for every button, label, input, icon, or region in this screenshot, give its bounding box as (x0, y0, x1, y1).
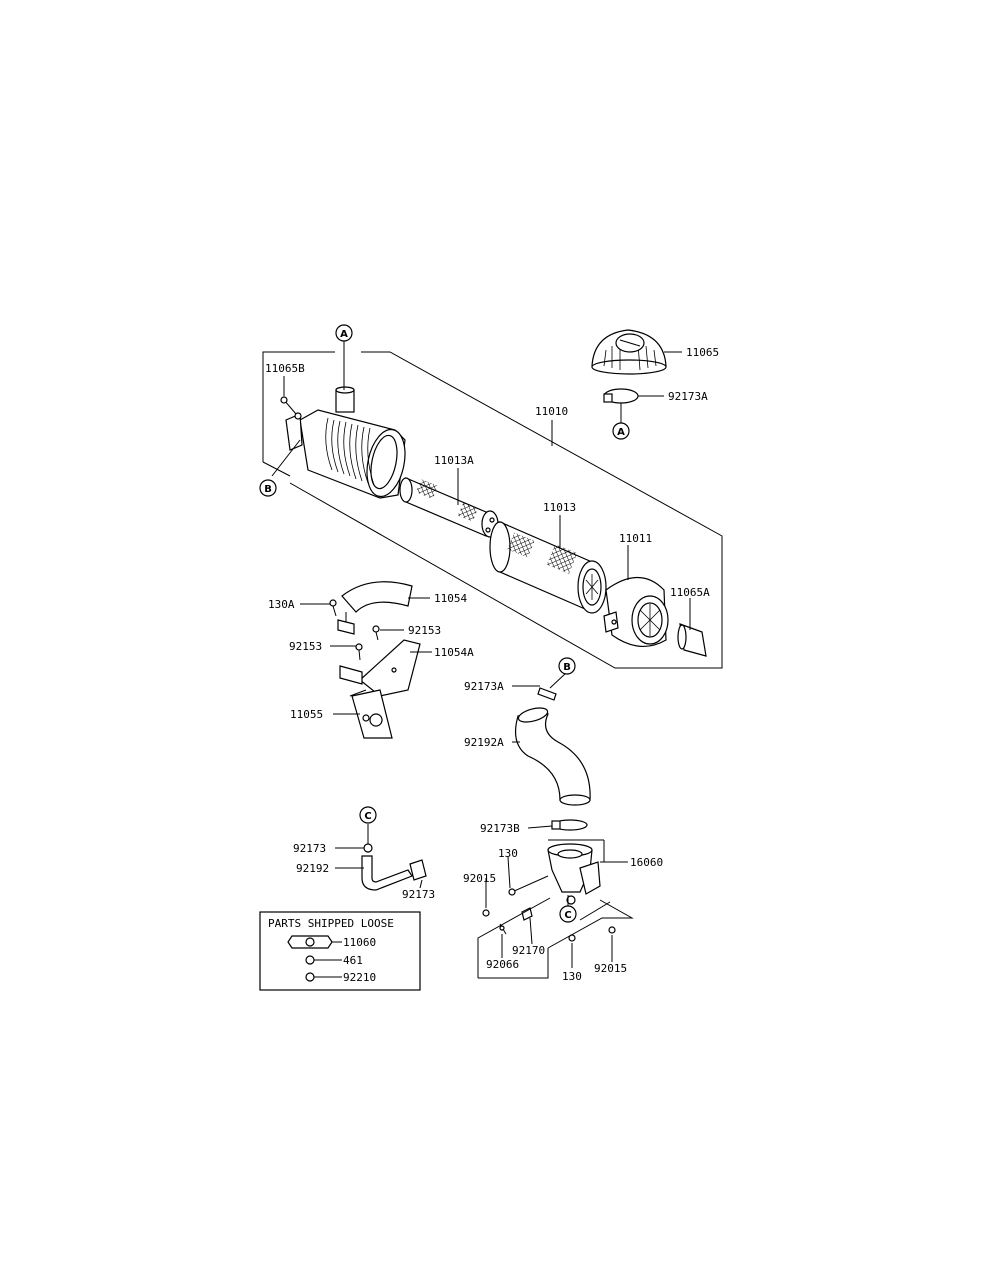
label-11010: 11010 (535, 405, 568, 418)
svg-text:A: A (617, 427, 625, 438)
label-92153-left: 92153 (289, 640, 322, 653)
air-cleaner-cover (603, 577, 669, 647)
label-92173b: 92173B (480, 822, 520, 835)
breather-hose (361, 843, 427, 891)
loose-item-3: 92210 (343, 971, 376, 984)
loose-item-2: 461 (343, 954, 363, 967)
svg-text:B: B (563, 662, 571, 673)
bolts (329, 599, 380, 661)
clamp-top (603, 388, 639, 404)
evacuator-valve (677, 623, 707, 657)
bracket (349, 689, 393, 739)
label-11011: 11011 (619, 532, 652, 545)
callout-a-cap: A (612, 422, 630, 440)
loose-item-1: 11060 (343, 936, 376, 949)
label-11065b: 11065B (265, 362, 305, 375)
callout-b-hose: B (558, 657, 576, 675)
outer-filter-element (489, 521, 607, 614)
label-11065: 11065 (686, 346, 719, 359)
label-11013a: 11013A (434, 454, 474, 467)
label-11065a: 11065A (670, 586, 710, 599)
dust-bowl-assembly (547, 843, 601, 905)
label-11055: 11055 (290, 708, 323, 721)
label-92153-right: 92153 (408, 624, 441, 637)
label-11054: 11054 (434, 592, 467, 605)
label-92173a-top: 92173A (668, 390, 708, 403)
loose-box-title: PARTS SHIPPED LOOSE (268, 917, 394, 930)
label-92170: 92170 (512, 944, 545, 957)
svg-text:C: C (564, 910, 571, 921)
mounting-bolts-lower (482, 875, 616, 942)
leader-lines (271, 340, 691, 979)
label-92066: 92066 (486, 958, 519, 971)
label-92173a-hose: 92173A (464, 680, 504, 693)
label-16060: 16060 (630, 856, 663, 869)
callout-b-left: B (259, 479, 277, 497)
svg-text:C: C (364, 811, 371, 822)
callout-a-top: A (335, 324, 353, 342)
label-92173-left: 92173 (293, 842, 326, 855)
washer-icon (305, 955, 315, 965)
air-cleaner-assembly-frame (262, 351, 723, 669)
label-130-bottom: 130 (562, 970, 582, 983)
heat-shield (337, 581, 413, 635)
parts-shipped-loose-box: PARTS SHIPPED LOOSE 11060 461 92210 (259, 911, 421, 991)
pre-cleaner-cap (591, 329, 667, 375)
label-11013: 11013 (543, 501, 576, 514)
label-92192a: 92192A (464, 736, 504, 749)
clamp-lower (551, 819, 588, 831)
callout-c-bowl: C (559, 905, 577, 923)
label-92173-right: 92173 (402, 888, 435, 901)
part-labels: 11065 92173A 11065B 11010 11013A 11013 1… (265, 346, 719, 983)
label-130a: 130A (268, 598, 295, 611)
label-92015-right: 92015 (594, 962, 627, 975)
svg-text:B: B (264, 484, 272, 495)
callout-c-left: C (359, 806, 377, 824)
label-92015-left: 92015 (463, 872, 496, 885)
heat-shield-lower (339, 639, 421, 697)
air-cleaner-housing (280, 386, 406, 499)
label-11054a: 11054A (434, 646, 474, 659)
label-92192: 92192 (296, 862, 329, 875)
label-130-top: 130 (498, 847, 518, 860)
svg-text:A: A (340, 329, 348, 340)
inner-filter-element (399, 477, 499, 538)
inlet-hose (515, 687, 591, 806)
nut-icon (305, 972, 315, 982)
